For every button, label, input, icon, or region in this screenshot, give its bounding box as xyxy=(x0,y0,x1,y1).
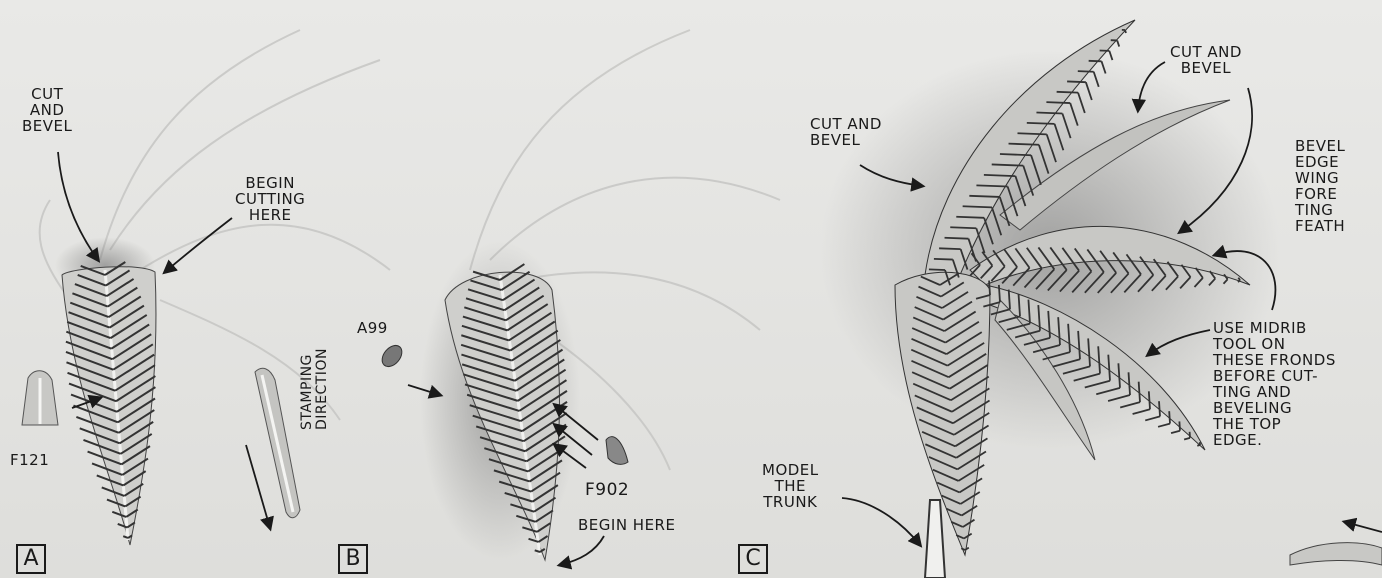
feather-rib xyxy=(1009,144,1039,145)
palm-trunk xyxy=(925,500,945,578)
frond-hanging xyxy=(895,272,990,555)
feather-rib xyxy=(989,281,990,295)
feather-rib xyxy=(1017,133,1046,134)
panel-letter-b: B xyxy=(338,544,368,574)
feather-rib xyxy=(1036,112,1062,113)
label-use-midrib-tool: USE MIDRIB TOOL ON THESE FRONDS BEFORE C… xyxy=(1213,320,1336,448)
label-model-the-trunk: MODEL THE TRUNK xyxy=(762,462,819,510)
tool-a99-impression xyxy=(378,342,406,371)
arrow-edge-right xyxy=(1345,522,1382,532)
feather-a xyxy=(55,237,156,545)
feather-rib xyxy=(963,206,992,207)
arrow-begin-cutting xyxy=(165,218,232,272)
feather-rib xyxy=(1169,411,1170,423)
arrow-stamping-direction xyxy=(246,445,270,528)
feather-b xyxy=(420,240,580,560)
feather-rib xyxy=(1159,401,1160,416)
label-bevel-edge: BEVEL EDGE WING FORE TING FEATH xyxy=(1295,138,1345,234)
feather-rib xyxy=(1027,123,1055,124)
feather-rib xyxy=(945,238,969,239)
label-stamping-direction: STAMPING DIRECTION xyxy=(300,348,330,430)
feather-rib xyxy=(1125,30,1126,33)
feather-rib xyxy=(950,227,976,228)
feather-rib xyxy=(1078,71,1094,72)
label-begin-cutting-here: BEGIN CUTTING HERE xyxy=(235,175,305,223)
feather-rib xyxy=(956,217,984,218)
feather-rib xyxy=(929,269,945,270)
feather-rib xyxy=(969,196,999,197)
feather-rib xyxy=(992,164,1024,165)
panel-letter-c: C xyxy=(738,544,768,574)
feather-rib xyxy=(984,175,1016,176)
tool-f902-impression xyxy=(606,437,628,465)
label-tool-f121: F121 xyxy=(10,452,49,468)
feather-rib xyxy=(1149,391,1150,409)
label-cut-and-bevel-left-c: CUT AND BEVEL xyxy=(810,116,882,148)
feather-rib xyxy=(1117,40,1119,46)
label-cut-and-bevel-top-c: CUT AND BEVEL xyxy=(1170,44,1242,76)
feather-rib xyxy=(1197,445,1200,446)
panel-letter-a: A xyxy=(16,544,46,574)
arrow-model-trunk xyxy=(842,498,920,545)
feather-rib xyxy=(1046,102,1070,103)
feather-rib xyxy=(934,259,953,260)
feather-rib xyxy=(1057,92,1078,93)
feather-rib xyxy=(1171,431,1180,433)
feather-rib xyxy=(939,248,961,249)
label-tool-a99: A99 xyxy=(357,320,388,336)
feather-rib xyxy=(1067,81,1086,82)
feather-rib xyxy=(999,285,1000,302)
label-begin-here: BEGIN HERE xyxy=(578,517,675,533)
label-tool-f902: F902 xyxy=(585,482,629,498)
arrow-begin-here xyxy=(560,536,604,565)
feather-rib xyxy=(1000,154,1031,155)
palm-tree-c xyxy=(820,20,1382,578)
feather-rib xyxy=(1179,421,1180,430)
feather-rib xyxy=(1184,438,1190,440)
label-cut-and-bevel-a: CUT AND BEVEL xyxy=(22,86,72,134)
feather-rib xyxy=(976,185,1007,186)
